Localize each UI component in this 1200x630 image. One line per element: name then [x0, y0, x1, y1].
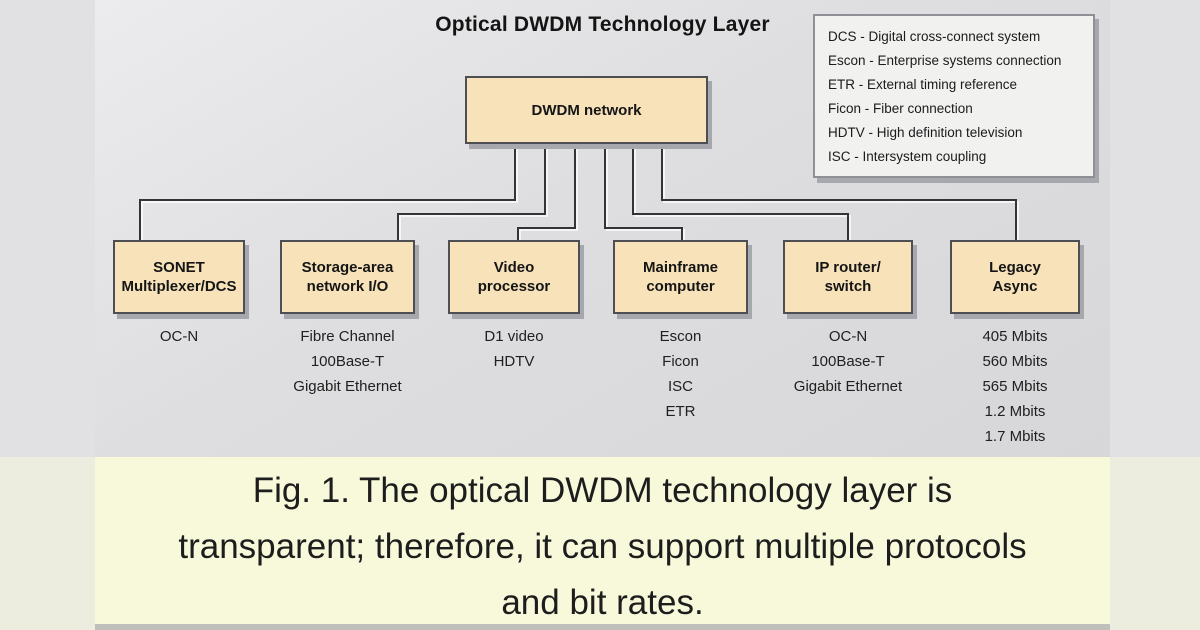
- node-sub-item: HDTV: [493, 353, 535, 370]
- node-sub-item: Escon: [659, 328, 702, 345]
- node-sub-item: 1.7 Mbits: [984, 428, 1046, 445]
- diagram-title: Optical DWDM Technology Layer: [435, 13, 770, 36]
- caption-line: and bit rates.: [501, 583, 704, 622]
- node-sub-item: ETR: [665, 403, 696, 420]
- node-sub-item: Gigabit Ethernet: [793, 378, 903, 395]
- node-sub-item: 1.2 Mbits: [984, 403, 1046, 420]
- dwdm-network-node: DWDM network: [465, 76, 708, 144]
- legend-line: HDTV - High definition television: [828, 125, 1023, 140]
- legend-line: Ficon - Fiber connection: [828, 101, 973, 116]
- bottom-strip: [95, 624, 1110, 630]
- node-sub-item: 100Base-T: [811, 353, 885, 370]
- node-sub-item: D1 video: [484, 328, 544, 345]
- caption-line: transparent; therefore, it can support m…: [178, 527, 1027, 566]
- node-sub-item: Ficon: [662, 353, 699, 370]
- node-sub-item: 560 Mbits: [982, 353, 1048, 370]
- node-sub-item: OC-N: [159, 328, 199, 345]
- legend-line: DCS - Digital cross-connect system: [828, 29, 1041, 44]
- node-sub-list: OC-N 100Base-T Gigabit Ethernet: [753, 324, 943, 399]
- legend-line: Escon - Enterprise systems connection: [828, 53, 1062, 68]
- legend-line: ETR - External timing reference: [828, 77, 1018, 92]
- node-sub-item: Fibre Channel: [300, 328, 395, 345]
- node-sub-item: 100Base-T: [310, 353, 385, 370]
- caption-line: Fig. 1. The optical DWDM technology laye…: [252, 471, 953, 510]
- node-box: Storage-area network I/O: [280, 240, 415, 314]
- node-sub-list: OC-N: [84, 324, 274, 349]
- node-sub-list: Fibre Channel 100Base-T Gigabit Ethernet: [253, 324, 443, 399]
- figure-caption: Fig. 1. The optical DWDM technology laye…: [95, 457, 1110, 624]
- node-sub-item: Gigabit Ethernet: [293, 378, 402, 395]
- node-box: Legacy Async: [950, 240, 1080, 314]
- node-box: Mainframe computer: [613, 240, 748, 314]
- node-sub-list: 405 Mbits 560 Mbits 565 Mbits 1.2 Mbits 1.7 …: [920, 324, 1110, 449]
- legend-line: ISC - Intersystem coupling: [828, 149, 987, 164]
- connector-lines: [139, 145, 1019, 242]
- node-box: IP router/ switch: [783, 240, 913, 314]
- node-sub-item: 405 Mbits: [982, 328, 1048, 345]
- node-sub-item: 565 Mbits: [982, 378, 1048, 395]
- node-box: Video processor: [448, 240, 580, 314]
- diagram-area: Optical DWDM Technology Layer DWDM netwo…: [95, 0, 1110, 457]
- node-sub-item: OC-N: [828, 328, 868, 345]
- node-box: SONET Multiplexer/DCS: [113, 240, 245, 314]
- node-sub-item: ISC: [667, 378, 693, 395]
